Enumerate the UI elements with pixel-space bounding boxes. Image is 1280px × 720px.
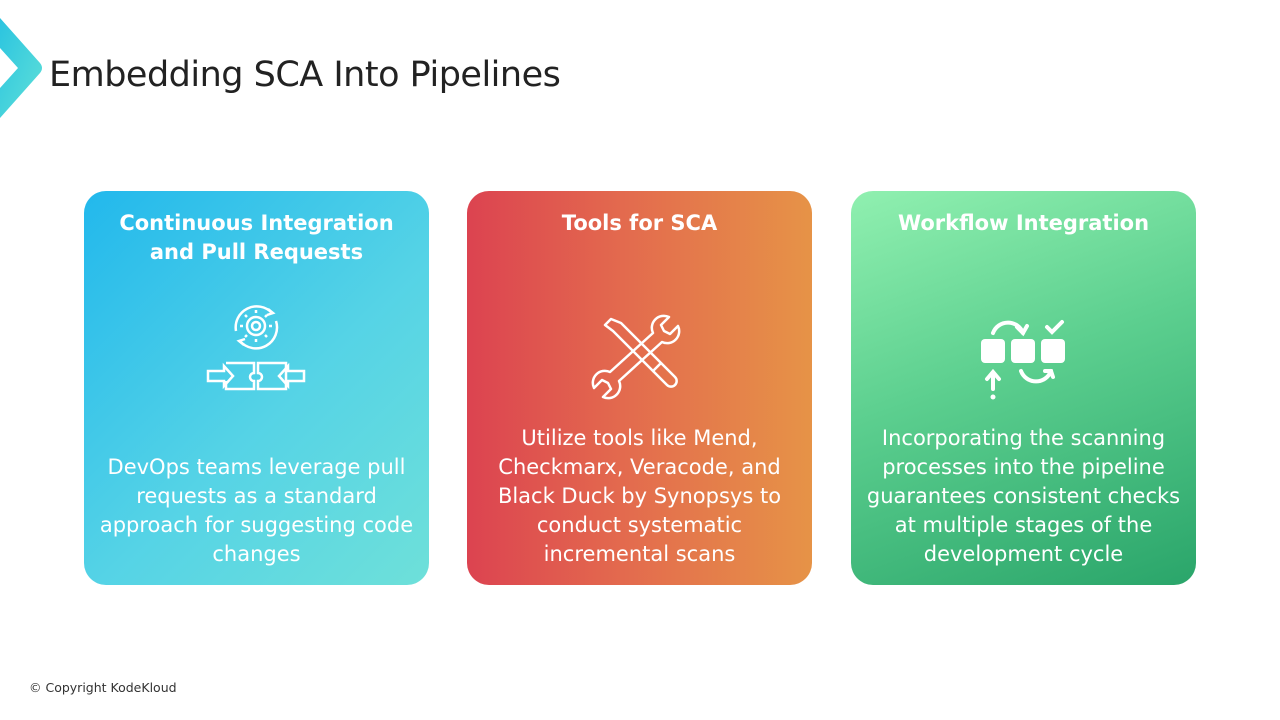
card-body: DevOps teams leverage pull requests as a… xyxy=(99,455,414,566)
card-workflow-integration: Workflow Integration Incorporating the s… xyxy=(851,191,1196,585)
card-body: Utilize tools like Mend, Checkmarx, Vera… xyxy=(497,426,782,566)
tools-icon xyxy=(591,314,681,400)
kodekloud-logo-icon xyxy=(0,18,42,118)
copyright: © Copyright KodeKloud xyxy=(29,680,177,695)
card-continuous-integration: Continuous Integration and Pull Requests… xyxy=(84,191,429,585)
workflow-icon xyxy=(981,320,1065,400)
page-title: Embedding SCA Into Pipelines xyxy=(49,55,561,95)
gear-merge-icon xyxy=(206,305,306,391)
card-title: Continuous Integration and Pull Requests xyxy=(119,211,394,264)
card-title: Workflow Integration xyxy=(897,211,1150,235)
card-title: Tools for SCA xyxy=(561,211,718,235)
card-tools-for-sca: Tools for SCA Utilize tools like Mend, C… xyxy=(467,191,812,585)
card-body: Incorporating the scanning processes int… xyxy=(866,426,1181,566)
